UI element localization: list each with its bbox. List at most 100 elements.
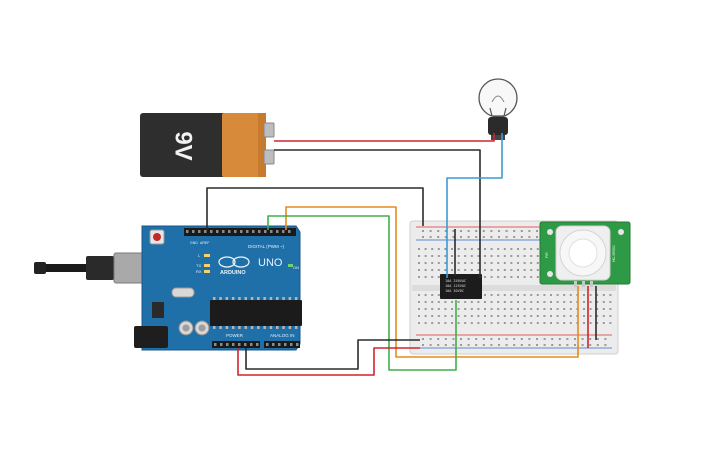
breadboard-hole <box>490 248 493 250</box>
breadboard-hole <box>464 322 467 324</box>
chip-pin <box>263 326 266 329</box>
chip-pin <box>257 297 260 300</box>
breadboard-hole <box>517 255 519 257</box>
breadboard-hole <box>444 248 447 250</box>
analog-label: ANALOG IN <box>270 333 295 338</box>
breadboard-hole <box>451 315 453 317</box>
breadboard-hole <box>431 308 434 310</box>
breadboard-hole <box>510 294 513 296</box>
rail-hole <box>528 338 531 340</box>
breadboard-hole <box>563 294 566 296</box>
reset-button[interactable] <box>153 233 161 241</box>
rail-hole <box>543 344 546 346</box>
rail-hole <box>437 230 440 232</box>
breadboard-hole <box>418 255 420 257</box>
breadboard-hole <box>457 308 460 310</box>
power-label: POWER <box>226 333 244 338</box>
pir-pin-out[interactable] <box>582 281 585 287</box>
breadboard-hole <box>530 322 533 324</box>
chip-pin <box>288 326 292 329</box>
led-on <box>288 264 293 267</box>
breadboard-hole <box>484 315 486 317</box>
wire-gnd-to-rail[interactable] <box>206 187 424 230</box>
breadboard-hole <box>424 262 427 264</box>
relay-line-1: 10A 250VAC <box>445 279 466 283</box>
breadboard-hole <box>497 301 500 303</box>
breadboard-hole <box>596 322 599 324</box>
power-jack[interactable] <box>134 326 168 348</box>
breadboard-hole <box>484 276 486 278</box>
breadboard-hole <box>510 315 513 317</box>
breadboard-hole <box>589 301 592 303</box>
breadboard-hole <box>596 308 599 310</box>
pir-mount-hole-1 <box>547 229 553 235</box>
breadboard-hole <box>536 315 539 317</box>
rail-hole <box>505 338 508 340</box>
wire-bulb-to-relay[interactable] <box>446 133 503 278</box>
breadboard-hole <box>431 276 434 278</box>
rail-hole <box>475 344 478 346</box>
breadboard-hole <box>451 255 453 257</box>
breadboard-hole <box>550 294 552 296</box>
breadboard-hole <box>563 315 566 317</box>
breadboard-hole <box>523 269 526 271</box>
breadboard-hole <box>418 248 420 250</box>
breadboard-hole <box>523 308 526 310</box>
light-bulb[interactable] <box>478 78 518 140</box>
rail-hole <box>536 230 538 232</box>
breadboard-hole <box>510 269 513 271</box>
breadboard-hole <box>536 269 539 271</box>
breadboard-hole <box>431 301 434 303</box>
breadboard-hole <box>437 262 440 264</box>
breadboard-hole <box>523 276 526 278</box>
relay-module[interactable]: 10A 250VAC 10A 125VAC 10A 30VDC <box>440 274 482 299</box>
breadboard-hole <box>602 294 605 296</box>
breadboard-hole <box>497 308 500 310</box>
battery-9v[interactable]: 9V <box>140 113 275 177</box>
pir-sensor[interactable]: HC-SR501 PIR <box>539 221 631 287</box>
wire-battery-positive-to-bulb[interactable] <box>274 133 495 142</box>
breadboard-hole <box>589 294 592 296</box>
wire-battery-negative-to-relay[interactable] <box>274 149 481 278</box>
rail-hole <box>513 230 516 232</box>
breadboard-hole <box>477 255 480 257</box>
breadboard-hole <box>484 294 486 296</box>
breadboard-hole <box>583 308 585 310</box>
breadboard-hole <box>510 255 513 257</box>
header-pin <box>272 343 275 346</box>
breadboard-hole <box>569 294 572 296</box>
chip-pin <box>238 326 241 329</box>
wire-pin-to-pir-out[interactable] <box>285 206 579 358</box>
power-header[interactable] <box>212 341 260 348</box>
breadboard-hole <box>550 308 552 310</box>
rail-hole <box>422 344 424 346</box>
breadboard-channel <box>412 285 616 291</box>
pir-pin-vcc[interactable] <box>574 281 577 287</box>
breadboard-hole <box>431 269 434 271</box>
rail-hole <box>490 338 493 340</box>
breadboard-hole <box>457 248 460 250</box>
header-pin <box>250 343 253 346</box>
arduino-uno[interactable]: DIGITAL (PWM ~) AREF GND L TX RX ON ARDU… <box>34 225 302 351</box>
rail-hole <box>543 338 546 340</box>
breadboard-hole <box>609 315 612 317</box>
breadboard-hole <box>437 294 440 296</box>
battery-terminal-negative[interactable] <box>263 149 275 165</box>
rail-hole <box>422 338 424 340</box>
breadboard-hole <box>431 262 434 264</box>
rail-hole <box>452 344 455 346</box>
wire-gnd-to-bottom-rail[interactable] <box>245 339 420 370</box>
rail-hole <box>460 344 462 346</box>
rail-hole <box>460 236 462 238</box>
breadboard-hole <box>470 308 473 310</box>
analog-header[interactable] <box>264 341 300 348</box>
wire-5v-to-rail[interactable] <box>237 347 420 376</box>
battery-label: 9V <box>170 131 197 160</box>
wire-pin-to-relay[interactable] <box>267 215 457 371</box>
breadboard-hole <box>497 262 500 264</box>
battery-terminal-positive[interactable] <box>263 122 275 138</box>
rail-hole <box>513 236 516 238</box>
pir-pin-gnd[interactable] <box>590 281 593 287</box>
atmega-chip-pins <box>213 297 298 329</box>
header-pin <box>198 230 201 233</box>
